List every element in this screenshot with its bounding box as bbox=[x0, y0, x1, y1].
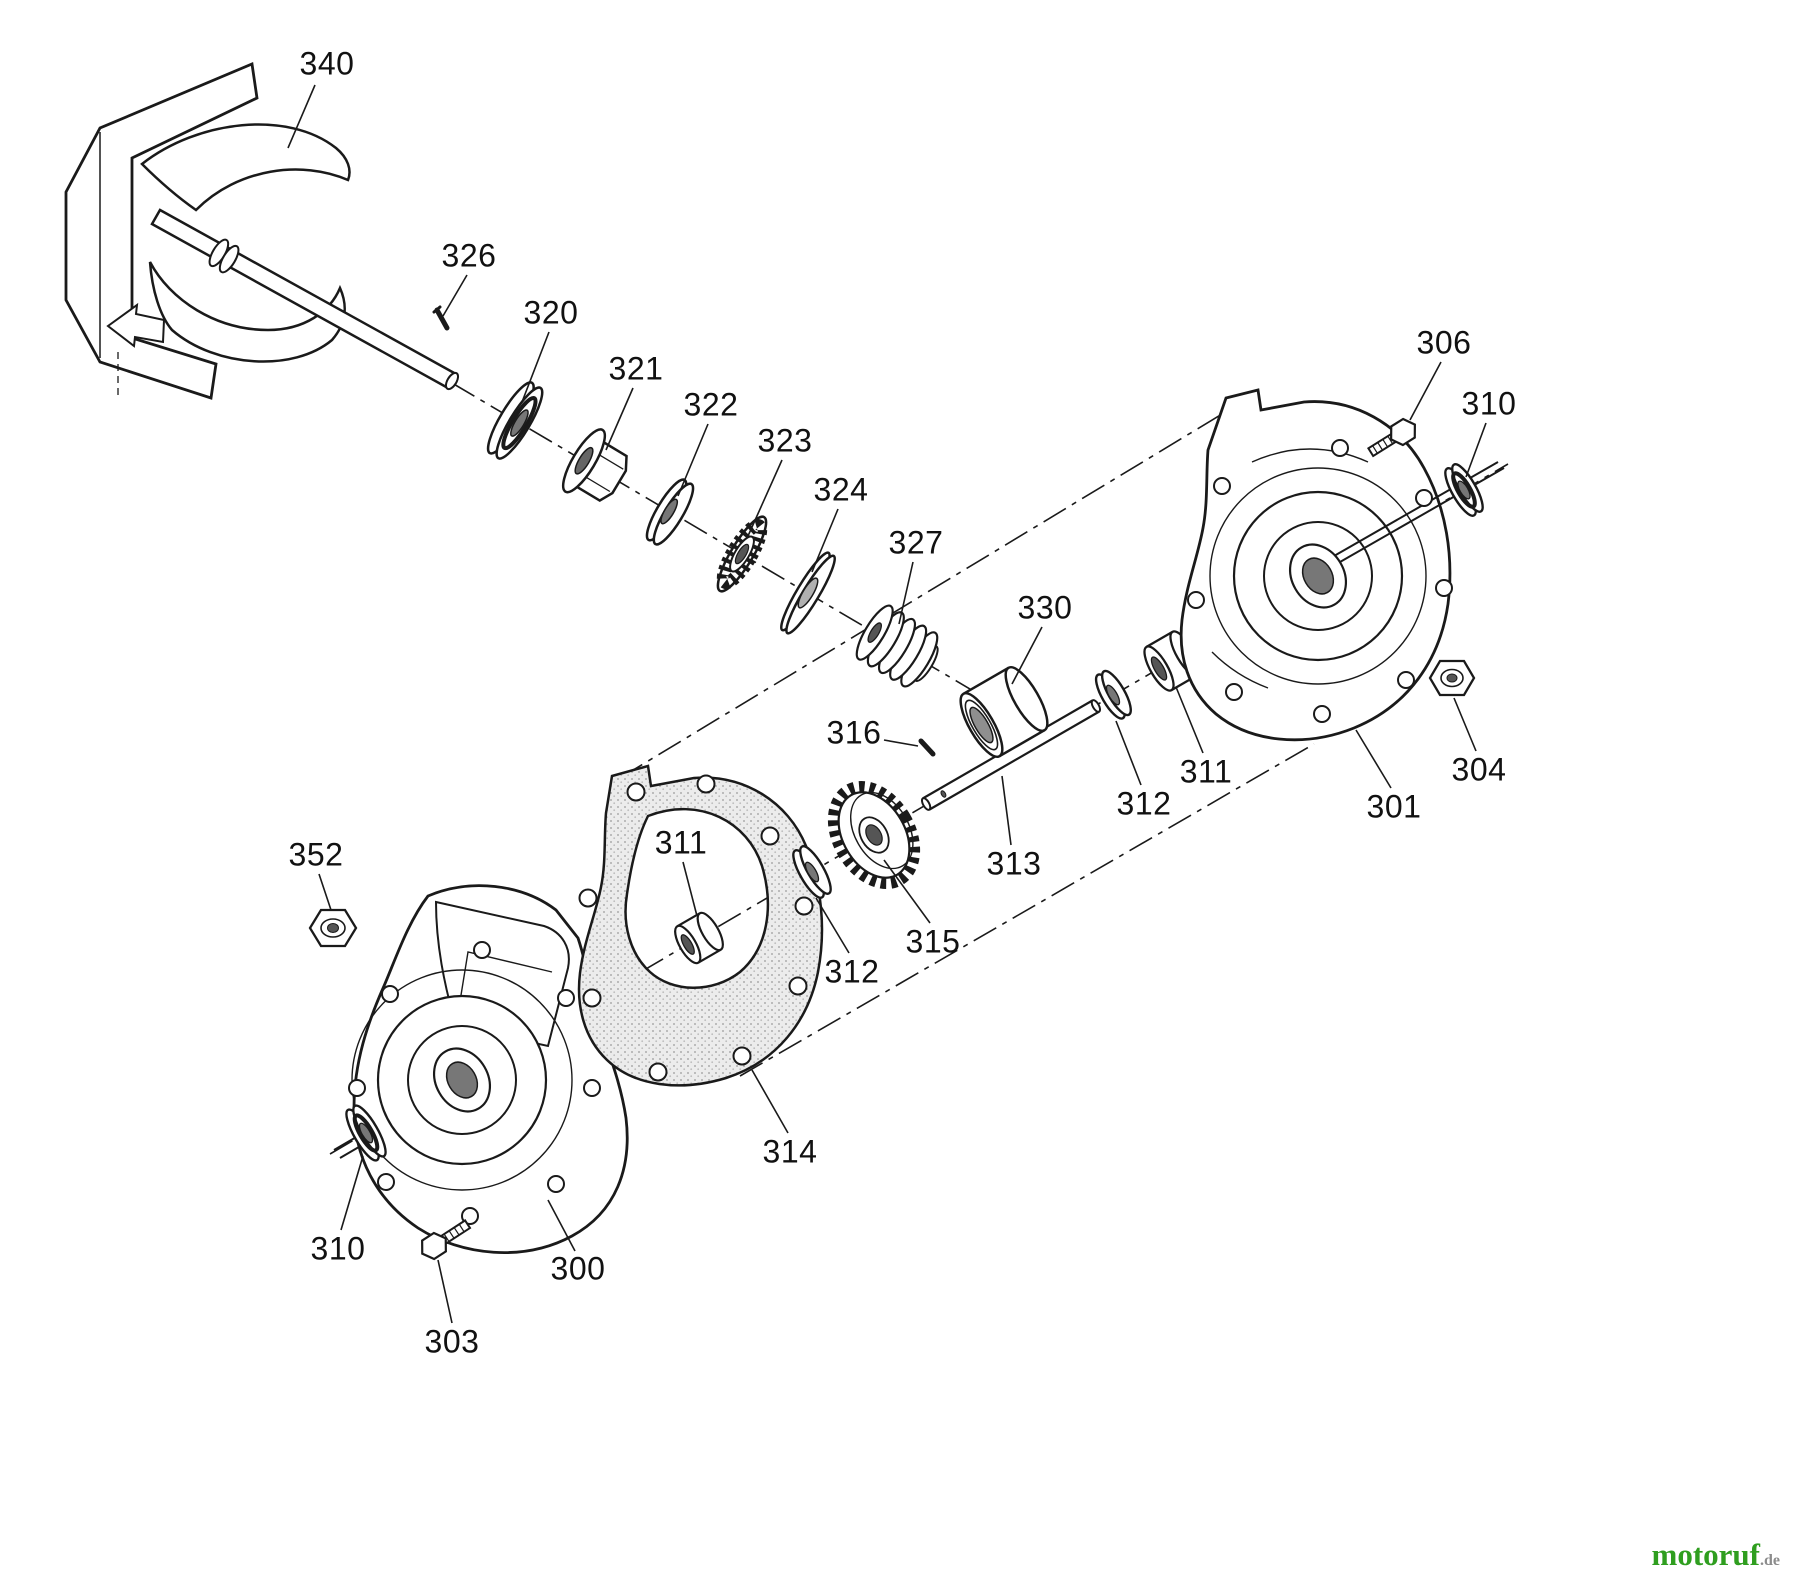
part-label-315: 315 bbox=[905, 923, 961, 960]
bearing-320 bbox=[486, 381, 544, 460]
bearing-310-right bbox=[1444, 463, 1484, 517]
spacer-311-middle bbox=[674, 911, 724, 965]
part-label-310-left: 310 bbox=[310, 1230, 366, 1267]
watermark-tld: .de bbox=[1760, 1552, 1780, 1569]
part-label-312-right: 312 bbox=[1116, 785, 1172, 822]
part-label-311-middle: 311 bbox=[654, 824, 708, 861]
spacer-330 bbox=[959, 666, 1049, 758]
gear-housing-left-300 bbox=[333, 884, 629, 1254]
part-label-304: 304 bbox=[1451, 751, 1507, 788]
spur-gear-315 bbox=[827, 781, 921, 889]
watermark: motoruf.de bbox=[1652, 1537, 1780, 1573]
bearing-310-left bbox=[345, 1104, 387, 1162]
part-label-301: 301 bbox=[1366, 788, 1422, 825]
bolt-306 bbox=[1367, 417, 1416, 458]
pin-326 bbox=[432, 305, 450, 331]
part-label-303: 303 bbox=[424, 1323, 480, 1360]
washer-324 bbox=[780, 551, 836, 635]
part-label-300: 300 bbox=[550, 1250, 606, 1287]
bolt-303 bbox=[421, 1219, 472, 1261]
washer-312-left bbox=[792, 845, 832, 899]
worm-gear-327 bbox=[855, 604, 939, 688]
part-label-316: 316 bbox=[826, 714, 882, 751]
roll-pin-316 bbox=[918, 738, 936, 757]
part-label-313: 313 bbox=[986, 845, 1042, 882]
part-label-314: 314 bbox=[762, 1133, 818, 1170]
part-label-352: 352 bbox=[288, 836, 344, 873]
part-label-321: 321 bbox=[608, 350, 664, 387]
nut-304 bbox=[1428, 659, 1476, 697]
part-label-306: 306 bbox=[1416, 324, 1472, 361]
part-label-327: 327 bbox=[888, 524, 944, 561]
part-label-340: 340 bbox=[299, 45, 355, 82]
nut-352 bbox=[308, 908, 358, 948]
serrated-washer-323 bbox=[716, 515, 768, 593]
washer-322 bbox=[645, 478, 695, 546]
part-label-320: 320 bbox=[523, 294, 579, 331]
washer-312-right bbox=[1094, 669, 1132, 720]
flange-nut-321 bbox=[561, 428, 628, 503]
gasket-314 bbox=[577, 764, 824, 1087]
part-label-312-left: 312 bbox=[824, 953, 880, 990]
part-label-326: 326 bbox=[441, 237, 497, 274]
part-label-310-right: 310 bbox=[1461, 385, 1517, 422]
gear-housing-right-301 bbox=[1179, 388, 1505, 742]
part-label-323: 323 bbox=[757, 422, 813, 459]
auger-assembly-340 bbox=[64, 62, 460, 400]
part-label-324: 324 bbox=[813, 471, 869, 508]
watermark-brand: motoruf bbox=[1651, 1537, 1760, 1572]
leader-lines bbox=[287, 84, 1487, 1324]
part-label-322: 322 bbox=[683, 386, 739, 423]
part-label-330: 330 bbox=[1017, 589, 1073, 626]
part-label-311-right: 311 bbox=[1179, 753, 1233, 790]
